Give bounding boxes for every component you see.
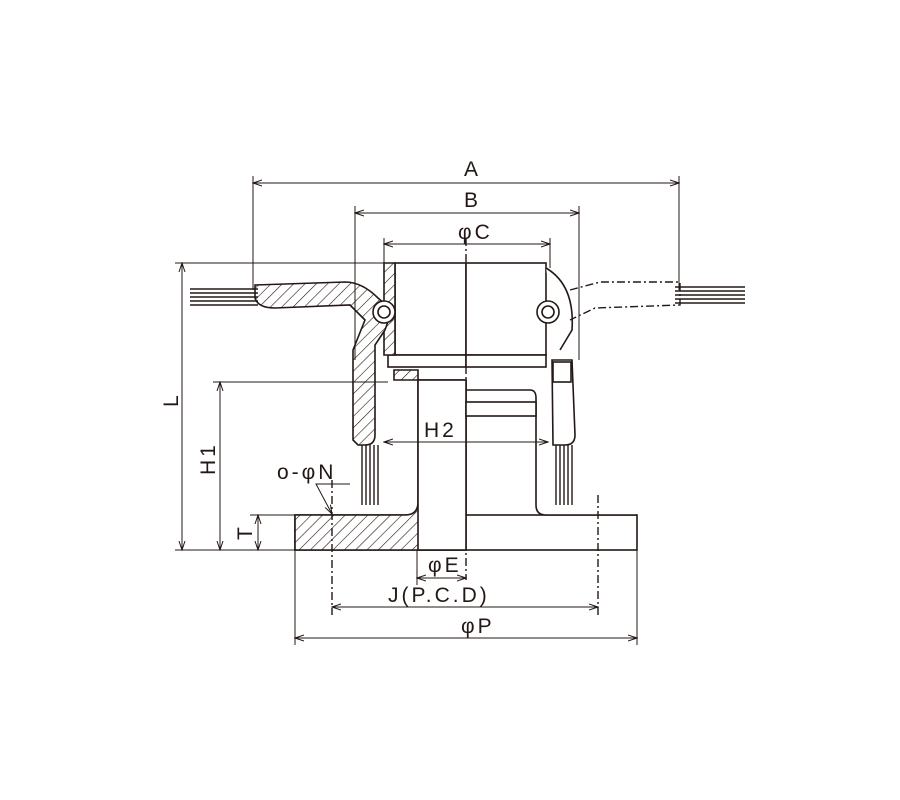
right-lever-grip: [675, 286, 745, 304]
label-H1: H1: [197, 442, 220, 475]
label-L: L: [160, 392, 183, 407]
label-H2: H2: [424, 419, 457, 442]
coupler-body: [383, 262, 547, 381]
label-B: B: [464, 189, 481, 212]
left-lever-grip: [190, 288, 258, 306]
extension-lines: [175, 176, 680, 645]
label-J: J(P.C.D): [388, 584, 490, 607]
dimension-lines: [182, 183, 679, 638]
label-T: T: [234, 524, 257, 540]
left-handle-grip: [361, 445, 379, 505]
label-A: A: [464, 158, 481, 181]
label-C: φC: [458, 221, 493, 244]
label-E: φE: [428, 554, 462, 577]
right-handle-grip: [555, 445, 573, 505]
label-N: o-φN: [277, 461, 336, 484]
leader-N: [315, 483, 350, 514]
flange: [294, 379, 638, 551]
left-cam-lever: [190, 281, 396, 505]
label-P: φP: [461, 615, 495, 638]
right-cam-lever: [536, 267, 745, 505]
